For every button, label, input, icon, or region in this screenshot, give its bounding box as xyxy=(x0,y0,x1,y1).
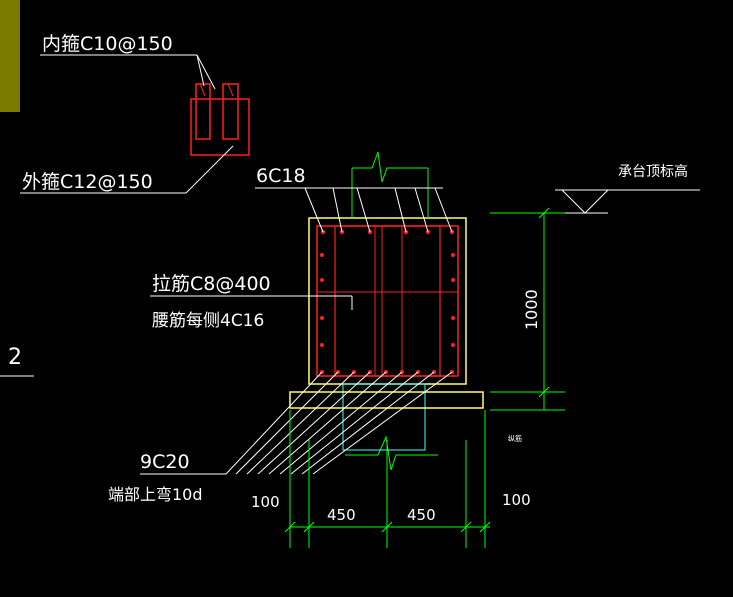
top-bars xyxy=(320,229,455,235)
dim-450-right: 450 xyxy=(407,506,436,524)
base-strip xyxy=(289,391,484,409)
outer-stirrup-label: 外箍C12@150 xyxy=(22,171,153,193)
side-bars xyxy=(320,253,455,347)
dim-100-left: 100 xyxy=(251,493,280,511)
height-dimension xyxy=(490,207,565,411)
small-note: 纵筋 xyxy=(508,434,522,443)
stirrup-detail xyxy=(20,54,250,194)
elevation-symbol xyxy=(490,189,700,214)
side-panel-tab[interactable] xyxy=(0,0,20,112)
dim-450-left: 450 xyxy=(327,506,356,524)
top-bar-leaders xyxy=(255,187,453,233)
section-mark: 2 xyxy=(8,345,22,370)
bottom-bar-leaders xyxy=(140,371,453,475)
bottom-bars-label: 9C20 xyxy=(140,451,190,473)
column-break-lines xyxy=(342,151,438,471)
beam-section xyxy=(308,217,467,385)
height-dimension-text: 1000 xyxy=(522,289,541,330)
anchor-note-label: 端部上弯10d xyxy=(108,485,203,504)
tie-bars-label: 拉筋C8@400 xyxy=(152,273,271,295)
cap-top-elevation-label: 承台顶标高 xyxy=(618,163,688,180)
top-bars-label: 6C18 xyxy=(256,165,306,187)
width-dimensions xyxy=(284,410,491,548)
dim-100-right: 100 xyxy=(502,491,531,509)
side-bars-label: 腰筋每侧4C16 xyxy=(152,311,264,331)
inner-stirrup-label: 内箍C10@150 xyxy=(42,33,173,55)
